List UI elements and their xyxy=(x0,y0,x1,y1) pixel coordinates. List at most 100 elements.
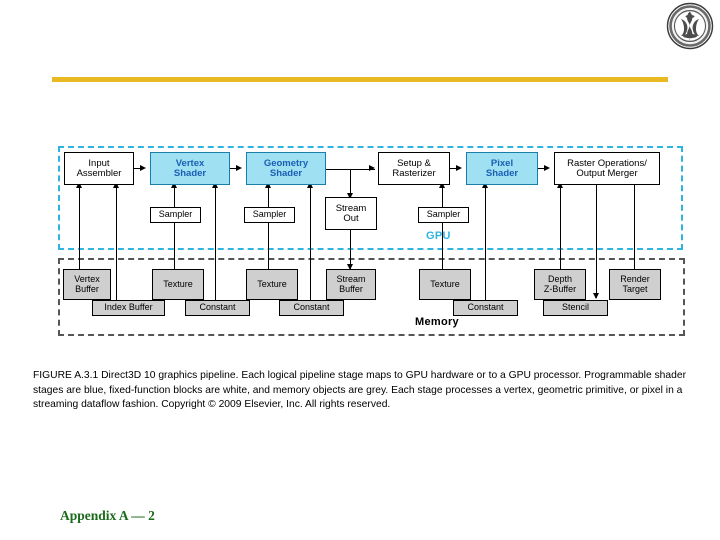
stage-vertex-shader-line2: Shader xyxy=(173,167,207,179)
gold-divider-rule xyxy=(52,77,668,82)
memory-region-label: Memory xyxy=(415,316,459,328)
stage-stream-out-line2: Out xyxy=(343,212,359,224)
connector-stencil xyxy=(596,185,598,298)
stage-vertex-shader[interactable]: Vertex Shader xyxy=(150,152,230,185)
memory-texture-pixel-label: Texture xyxy=(430,278,460,289)
arrow-ia-to-vs xyxy=(140,165,146,171)
arrow-sampler2-geometryshader xyxy=(265,182,271,188)
connector-indexbuffer xyxy=(116,185,118,300)
figure-caption: FIGURE A.3.1 Direct3D 10 graphics pipeli… xyxy=(33,370,687,411)
arrow-vertexbuffer xyxy=(76,182,82,188)
stage-geometry-shader-line1: Geometry xyxy=(263,157,309,169)
memory-constant-vertex[interactable]: Constant xyxy=(185,300,250,316)
connector-depthzbuffer xyxy=(560,185,562,278)
stage-pixel-shader-line1: Pixel xyxy=(490,157,514,169)
memory-index-buffer-label: Index Buffer xyxy=(104,302,153,313)
connector-geom-to-streamout-v xyxy=(350,169,352,197)
stage-setup-rasterizer-line2: Rasterizer xyxy=(392,167,436,179)
stage-input-assembler-line1: Input xyxy=(88,157,110,169)
arrow-geom-to-streamout xyxy=(347,193,353,199)
memory-render-target-line1: Render xyxy=(620,274,650,285)
arrow-stencil xyxy=(593,293,599,299)
gpu-region-label: GPU xyxy=(426,230,451,242)
memory-render-target-line2: Target xyxy=(622,283,648,294)
memory-constant-geometry-label: Constant xyxy=(293,302,330,313)
connector-streamout-streambuffer xyxy=(350,230,352,269)
memory-constant-vertex-label: Constant xyxy=(199,302,236,313)
arrow-setup-to-ps xyxy=(456,165,462,171)
memory-stream-buffer-line1: Stream xyxy=(336,274,366,285)
stage-rop-line1: Raster Operations/ xyxy=(567,157,647,169)
memory-texture-geometry[interactable]: Texture xyxy=(246,269,298,300)
arrow-constant2 xyxy=(307,182,313,188)
connector-sampler3-pixelshader xyxy=(442,185,444,207)
connector-texture2-sampler2 xyxy=(268,218,270,269)
memory-constant-pixel[interactable]: Constant xyxy=(453,300,518,316)
sampler-geometry-label: Sampler xyxy=(252,209,287,220)
stage-rop-line2: Output Merger xyxy=(576,167,638,179)
slide-footer-label: Appendix A — 2 xyxy=(60,508,155,523)
connector-rendertarget xyxy=(634,185,636,278)
connector-vs-to-gs xyxy=(230,168,238,170)
arrow-gs-to-setup xyxy=(369,165,375,171)
stage-raster-operations-output-merger[interactable]: Raster Operations/ Output Merger xyxy=(554,152,660,185)
memory-depth-z-buffer[interactable]: Depth Z-Buffer xyxy=(534,269,586,300)
connector-setup-to-ps xyxy=(450,168,458,170)
sampler-pixel-label: Sampler xyxy=(426,209,461,220)
memory-vertex-buffer-line2: Buffer xyxy=(75,283,99,294)
university-seal-logo xyxy=(666,2,714,50)
direct3d-pipeline-figure: GPU Memory xyxy=(30,136,690,346)
memory-stencil[interactable]: Stencil xyxy=(543,300,608,316)
memory-depth-z-buffer-line1: Depth xyxy=(547,274,573,285)
memory-index-buffer[interactable]: Index Buffer xyxy=(92,300,165,316)
connector-ia-to-vs xyxy=(134,168,142,170)
memory-constant-pixel-label: Constant xyxy=(467,302,504,313)
connector-sampler1-vertexshader xyxy=(174,185,176,207)
memory-vertex-buffer-line1: Vertex xyxy=(74,274,100,285)
memory-render-target[interactable]: Render Target xyxy=(609,269,661,300)
connector-texture1-sampler1 xyxy=(174,218,176,269)
sampler-pixel[interactable]: Sampler xyxy=(418,207,469,223)
connector-vertexbuffer xyxy=(79,185,81,278)
stage-setup-rasterizer-line1: Setup & xyxy=(397,157,431,169)
memory-constant-geometry[interactable]: Constant xyxy=(279,300,344,316)
memory-region-boundary xyxy=(58,258,685,336)
stage-input-assembler-line2: Assembler xyxy=(76,167,122,179)
stage-vertex-shader-line1: Vertex xyxy=(175,157,205,169)
connector-ps-to-rop xyxy=(538,168,546,170)
stage-geometry-shader[interactable]: Geometry Shader xyxy=(246,152,326,185)
connector-texture3-sampler3 xyxy=(442,218,444,269)
arrow-constant1 xyxy=(212,182,218,188)
memory-depth-z-buffer-line2: Z-Buffer xyxy=(543,283,577,294)
stage-stream-out[interactable]: Stream Out xyxy=(325,197,377,230)
memory-texture-vertex-label: Texture xyxy=(163,278,193,289)
sampler-vertex[interactable]: Sampler xyxy=(150,207,201,223)
arrow-ps-to-rop xyxy=(544,165,550,171)
memory-stream-buffer[interactable]: Stream Buffer xyxy=(326,269,376,300)
memory-stream-buffer-line2: Buffer xyxy=(339,283,363,294)
sampler-geometry[interactable]: Sampler xyxy=(244,207,295,223)
arrow-streamout-streambuffer xyxy=(347,264,353,270)
arrow-indexbuffer xyxy=(113,182,119,188)
memory-stencil-label: Stencil xyxy=(561,302,589,313)
memory-texture-geometry-label: Texture xyxy=(257,278,287,289)
connector-sampler2-geometryshader xyxy=(268,185,270,207)
stage-pixel-shader-line2: Shader xyxy=(485,167,519,179)
memory-vertex-buffer[interactable]: Vertex Buffer xyxy=(63,269,111,300)
stage-stream-out-line1: Stream xyxy=(335,202,367,214)
arrow-vs-to-gs xyxy=(236,165,242,171)
memory-texture-pixel[interactable]: Texture xyxy=(419,269,471,300)
stage-geometry-shader-line2: Shader xyxy=(269,167,303,179)
stage-pixel-shader[interactable]: Pixel Shader xyxy=(466,152,538,185)
connector-constant1 xyxy=(215,185,217,300)
gpu-region-boundary xyxy=(58,146,683,250)
arrow-depthzbuffer xyxy=(557,182,563,188)
stage-input-assembler[interactable]: Input Assembler xyxy=(64,152,134,185)
stage-setup-rasterizer[interactable]: Setup & Rasterizer xyxy=(378,152,450,185)
connector-constant2 xyxy=(310,185,312,300)
arrow-sampler3-pixelshader xyxy=(439,182,445,188)
arrow-sampler1-vertexshader xyxy=(171,182,177,188)
sampler-vertex-label: Sampler xyxy=(158,209,193,220)
memory-texture-vertex[interactable]: Texture xyxy=(152,269,204,300)
